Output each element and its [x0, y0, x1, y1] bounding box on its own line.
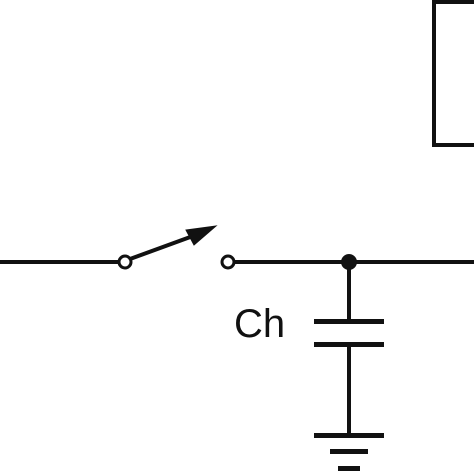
- capacitor-bottom-plate: [314, 342, 384, 347]
- junction-node: [341, 254, 357, 270]
- capacitor-label: Ch: [234, 302, 286, 346]
- ground-line-middle: [330, 449, 368, 454]
- switch-right-terminal: [220, 254, 236, 270]
- switch-blade: [129, 234, 194, 261]
- ground-line-bottom: [338, 466, 360, 471]
- switch-left-terminal: [117, 254, 133, 270]
- ground-line-top: [314, 433, 384, 438]
- switch-arrowhead: [185, 225, 218, 246]
- block-outline: [432, 0, 474, 147]
- capacitor-top-plate: [314, 319, 384, 324]
